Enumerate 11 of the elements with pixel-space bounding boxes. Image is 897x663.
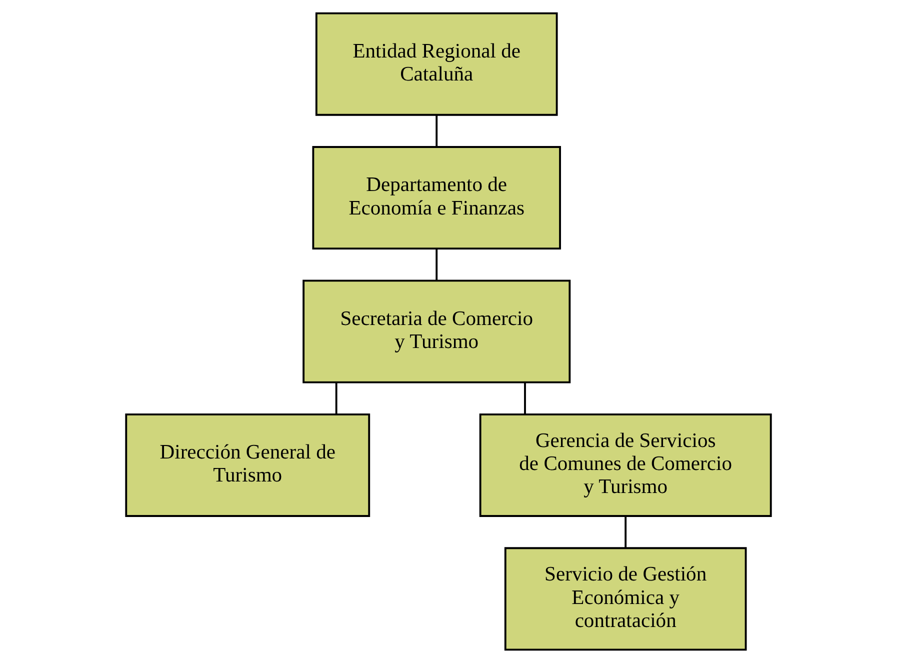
node-box: Secretaria de Comercio y Turismo xyxy=(302,280,571,384)
connector xyxy=(436,115,438,148)
connector xyxy=(624,516,627,548)
connector xyxy=(436,248,438,281)
connector xyxy=(335,382,338,414)
node-box: Departamento de Economía e Finanzas xyxy=(312,146,561,250)
node-box: Dirección General de Turismo xyxy=(125,413,370,517)
connector xyxy=(524,382,526,414)
node-box: Gerencia de Servicios de Comunes de Comercio y Turismo xyxy=(479,413,772,517)
node-box: Servicio de Gestión Económica y contratación xyxy=(504,547,747,651)
node-box: Entidad Regional de Cataluña xyxy=(315,12,558,116)
